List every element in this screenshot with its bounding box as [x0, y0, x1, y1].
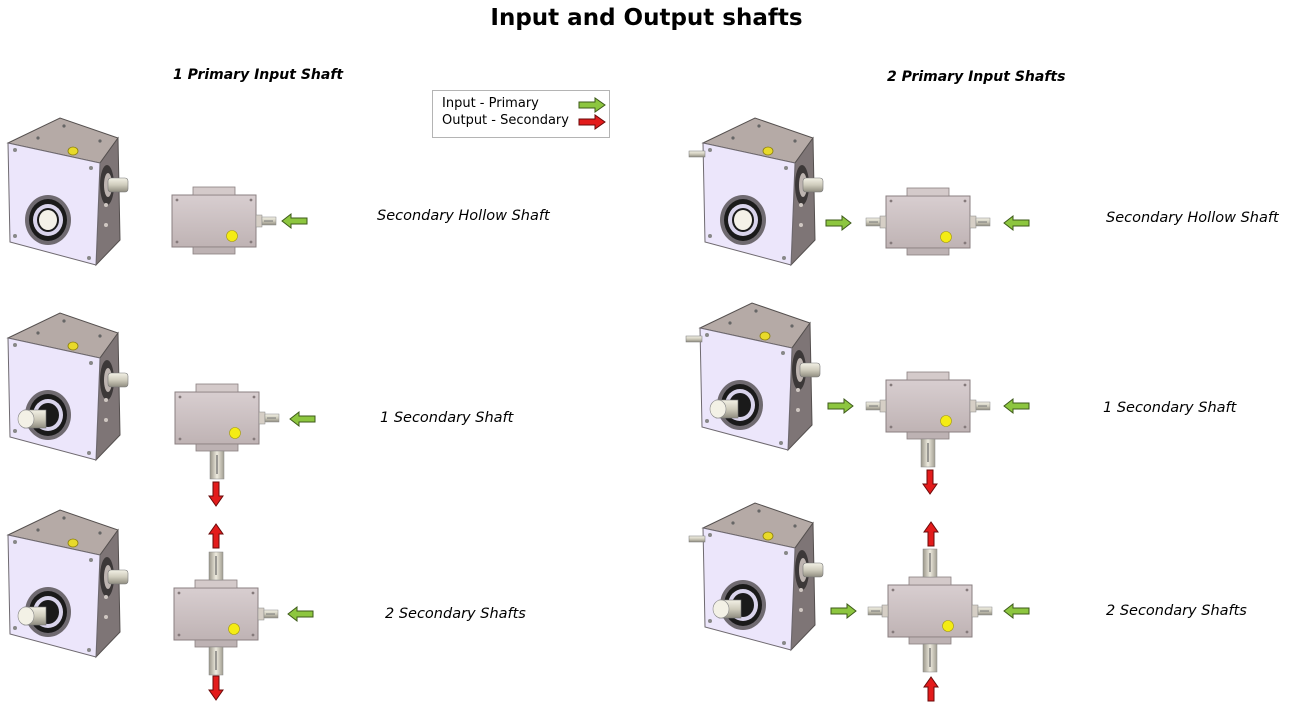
left-row3-caption: 2 Secondary Shafts: [385, 606, 526, 622]
right-row2-input-right-arrow-icon: [1003, 398, 1030, 414]
legend-input-arrow-icon: [578, 97, 606, 113]
right-row3-output-up-arrow-icon: [923, 521, 939, 547]
right-row1-input-left-arrow-icon: [825, 215, 852, 231]
page-title: Input and Output shafts: [490, 5, 803, 31]
left-row1-gearbox: [171, 186, 277, 255]
left-row3-housing: [7, 509, 129, 658]
right-row3-output-bottom-arrow-icon: [923, 676, 939, 702]
left-row3-gearbox: [173, 551, 279, 676]
right-row2-housing: [685, 302, 821, 451]
right-row3-caption: 2 Secondary Shafts: [1106, 603, 1247, 619]
right-row2-caption: 1 Secondary Shaft: [1103, 400, 1237, 416]
right-row3-input-right-arrow-icon: [1003, 603, 1030, 619]
legend-output-label: Output - Secondary: [442, 113, 569, 128]
left-row1-caption: Secondary Hollow Shaft: [377, 208, 550, 224]
right-row2-input-left-arrow-icon: [827, 398, 854, 414]
left-row3-input-arrow-icon: [287, 606, 314, 622]
left-row2-caption: 1 Secondary Shaft: [380, 410, 514, 426]
right-row3-input-left-arrow-icon: [830, 603, 857, 619]
right-row3-gearbox: [867, 548, 993, 673]
left-row2-output-arrow-icon: [208, 481, 224, 507]
right-row1-housing: [688, 117, 824, 266]
left-row1-input-arrow-icon: [281, 213, 308, 229]
right-row1-input-right-arrow-icon: [1003, 215, 1030, 231]
left-row2-gearbox: [174, 383, 280, 480]
left-row2-input-arrow-icon: [289, 411, 316, 427]
left-row2-housing: [7, 312, 129, 461]
left-row3-output-up-arrow-icon: [208, 523, 224, 549]
right-column-heading: 2 Primary Input Shafts: [887, 69, 1066, 85]
left-column-heading: 1 Primary Input Shaft: [173, 67, 344, 83]
right-row2-output-arrow-icon: [922, 469, 938, 495]
left-row1-housing: [7, 117, 129, 266]
right-row1-caption: Secondary Hollow Shaft: [1106, 210, 1279, 226]
legend-arrows: [578, 97, 606, 130]
legend-output-arrow-icon: [578, 114, 606, 130]
right-row3-housing: [688, 502, 824, 651]
left-row3-output-down-arrow-icon: [208, 675, 224, 701]
legend-input-label: Input - Primary: [442, 96, 539, 111]
right-row2-gearbox: [865, 371, 991, 468]
right-row1-gearbox: [865, 187, 991, 256]
legend: Input - Primary Output - Secondary: [432, 90, 610, 138]
